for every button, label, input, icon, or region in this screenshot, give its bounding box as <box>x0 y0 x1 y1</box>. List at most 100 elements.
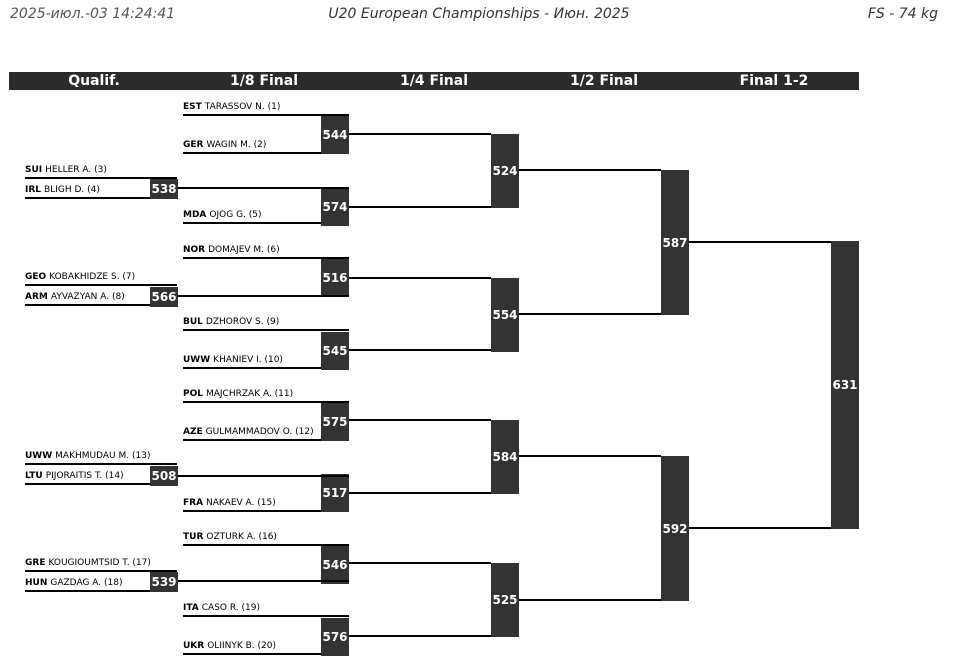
connector-line <box>349 492 491 494</box>
bout-number: 508 <box>150 466 178 486</box>
country-code: UWW <box>25 451 53 461</box>
bout-number: 539 <box>150 572 178 592</box>
country-code: BUL <box>183 317 203 327</box>
connector-line <box>519 599 661 601</box>
country-code: EST <box>183 102 202 112</box>
athlete-name: OZTURK A. (16) <box>206 532 277 542</box>
athlete-name: OJOG G. (5) <box>209 210 262 220</box>
athlete-name: WAGIN M. (2) <box>206 140 267 150</box>
athlete-name: MAJCHRZAK A. (11) <box>205 389 294 399</box>
athlete-name: KOBAKHIDZE S. (7) <box>49 272 136 282</box>
bout-number: 525 <box>491 563 519 637</box>
athlete-name: KOUGIOUMTSID T. (17) <box>48 558 151 568</box>
athlete-name: OLIINYK B. (20) <box>207 641 276 651</box>
country-code: ITA <box>183 603 199 613</box>
country-code: LTU <box>25 471 43 481</box>
country-code: AZE <box>183 427 203 437</box>
connector-line <box>349 133 491 135</box>
country-code: POL <box>183 389 203 399</box>
connector-line <box>349 635 491 637</box>
country-code: HUN <box>25 578 48 588</box>
country-code: GER <box>183 140 204 150</box>
athlete-name: GAZDAG A. (18) <box>50 578 123 588</box>
round-quarter-final: 1/4 Final <box>399 73 469 89</box>
bout-number: 587 <box>661 170 689 315</box>
country-code: TUR <box>183 532 204 542</box>
timestamp: 2025-июл.-03 14:24:41 <box>10 6 176 22</box>
weight-category: FS - 74 kg <box>867 6 938 22</box>
connector-line <box>349 277 491 279</box>
connector-line <box>519 313 661 315</box>
athlete-name: PIJORAITIS T. (14) <box>45 471 124 481</box>
connector-line <box>349 419 491 421</box>
bout-number: 545 <box>321 332 349 370</box>
country-code: GEO <box>25 272 47 282</box>
athlete-name: TARASSOV N. (1) <box>204 102 281 112</box>
country-code: SUI <box>25 165 43 175</box>
athlete-name: AYVAZYAN A. (8) <box>50 292 125 302</box>
connector-line <box>349 349 491 351</box>
connector-line <box>178 295 349 297</box>
connector-line <box>689 241 831 243</box>
bout-number: 631 <box>831 241 859 529</box>
country-code: NOR <box>183 245 206 255</box>
connector-line <box>178 187 349 189</box>
connector-line <box>519 455 661 457</box>
bout-number: 544 <box>321 116 349 154</box>
bout-number: 575 <box>321 403 349 441</box>
athlete-name: CASO R. (19) <box>201 603 260 613</box>
athlete-name: BLIGH D. (4) <box>44 185 100 195</box>
round-qualif: Qualif. <box>68 73 120 89</box>
bout-number: 574 <box>321 188 349 226</box>
connector-line <box>349 206 491 208</box>
athlete-name: HELLER A. (3) <box>45 165 107 175</box>
bout-number: 538 <box>150 179 178 199</box>
country-code: ARM <box>25 292 48 302</box>
round-header-bar: Qualif. 1/8 Final 1/4 Final 1/2 Final Fi… <box>9 72 859 90</box>
bout-number: 524 <box>491 134 519 208</box>
athlete-name: NAKAEV A. (15) <box>206 498 276 508</box>
athlete-name: DZHOROV S. (9) <box>205 317 280 327</box>
round-eighth-final: 1/8 Final <box>229 73 299 89</box>
country-code: UWW <box>183 355 211 365</box>
connector-line <box>689 527 831 529</box>
athlete-name: MAKHMUDAU M. (13) <box>55 451 151 461</box>
connector-line <box>178 475 349 477</box>
athlete-name: GULMAMMADOV O. (12) <box>205 427 314 437</box>
bout-number: 554 <box>491 278 519 352</box>
country-code: MDA <box>183 210 207 220</box>
connector-line <box>178 580 349 582</box>
bout-number: 592 <box>661 456 689 601</box>
round-final: Final 1-2 <box>739 73 809 89</box>
bout-number: 516 <box>321 259 349 297</box>
connector-line <box>519 169 661 171</box>
connector-line <box>349 562 491 564</box>
athlete-name: KHANIEV I. (10) <box>213 355 283 365</box>
country-code: UKR <box>183 641 205 651</box>
bout-number: 566 <box>150 287 178 307</box>
bout-number: 584 <box>491 420 519 494</box>
round-semi-final: 1/2 Final <box>569 73 639 89</box>
bout-number: 576 <box>321 618 349 656</box>
country-code: IRL <box>25 185 42 195</box>
event-title: U20 European Championships - Июн. 2025 <box>328 6 630 22</box>
